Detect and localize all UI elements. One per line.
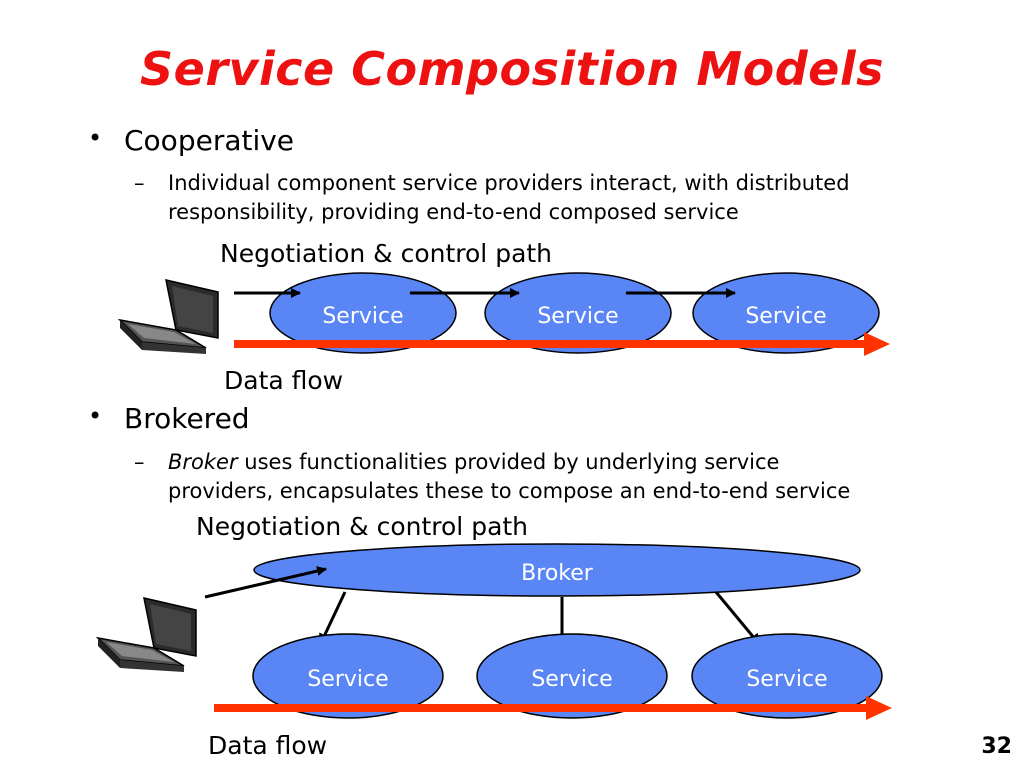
brokered-description: – Broker uses functionalities provided b… — [134, 448, 851, 506]
coop-service-2: Service — [484, 272, 672, 354]
brokered-service-2: Service — [476, 633, 668, 719]
brokered-service-3: Service — [691, 633, 883, 719]
coop-service-3: Service — [692, 272, 880, 354]
bullet-brokered: • Brokered — [88, 402, 250, 435]
brokered-data-label: Data flow — [208, 731, 328, 760]
slide-title: Service Composition Models — [140, 42, 884, 96]
cooperative-control-label: Negotiation & control path — [220, 239, 553, 268]
brokered-service-3-label: Service — [746, 667, 827, 692]
laptop-icon — [117, 279, 219, 354]
brokered-data-flow-arrow — [214, 696, 892, 720]
cooperative-desc-line1: Individual component service providers i… — [168, 171, 850, 195]
brokered-heading: Brokered — [124, 402, 250, 435]
bullet-cooperative: • Cooperative — [88, 124, 295, 157]
coop-service-1-label: Service — [322, 304, 403, 329]
brokered-desc-line2: providers, encapsulates these to compose… — [168, 479, 851, 503]
laptop-icon — [95, 597, 197, 672]
brokered-service-1: Service — [252, 633, 444, 719]
coop-service-2-label: Service — [537, 304, 618, 329]
sub-bullet-dash: – — [134, 450, 145, 474]
cooperative-desc-line2: responsibility, providing end-to-end com… — [168, 200, 739, 224]
broker-italic: Broker — [168, 450, 238, 474]
sub-bullet-dash: – — [134, 171, 145, 195]
coop-service-1: Service — [269, 272, 457, 354]
laptop-to-broker-arrow — [204, 566, 327, 599]
brokered-service-2-label: Service — [531, 667, 612, 692]
coop-data-flow-arrow — [234, 332, 890, 356]
cooperative-description: – Individual component service providers… — [134, 169, 850, 227]
page-number: 32 — [981, 734, 1012, 759]
cooperative-data-label: Data flow — [224, 366, 344, 395]
bullet-dot: • — [88, 124, 103, 152]
brokered-service-1-label: Service — [307, 667, 388, 692]
brokered-desc-line1: Broker uses functionalities provided by … — [168, 448, 850, 477]
brokered-desc-line1-rest: uses functionalities provided by underly… — [237, 450, 780, 474]
broker-node: Broker — [253, 543, 861, 597]
coop-service-3-label: Service — [745, 304, 826, 329]
bullet-dot: • — [88, 402, 103, 430]
broker-label: Broker — [521, 561, 594, 586]
cooperative-heading: Cooperative — [124, 124, 295, 157]
brokered-control-label: Negotiation & control path — [196, 512, 529, 541]
